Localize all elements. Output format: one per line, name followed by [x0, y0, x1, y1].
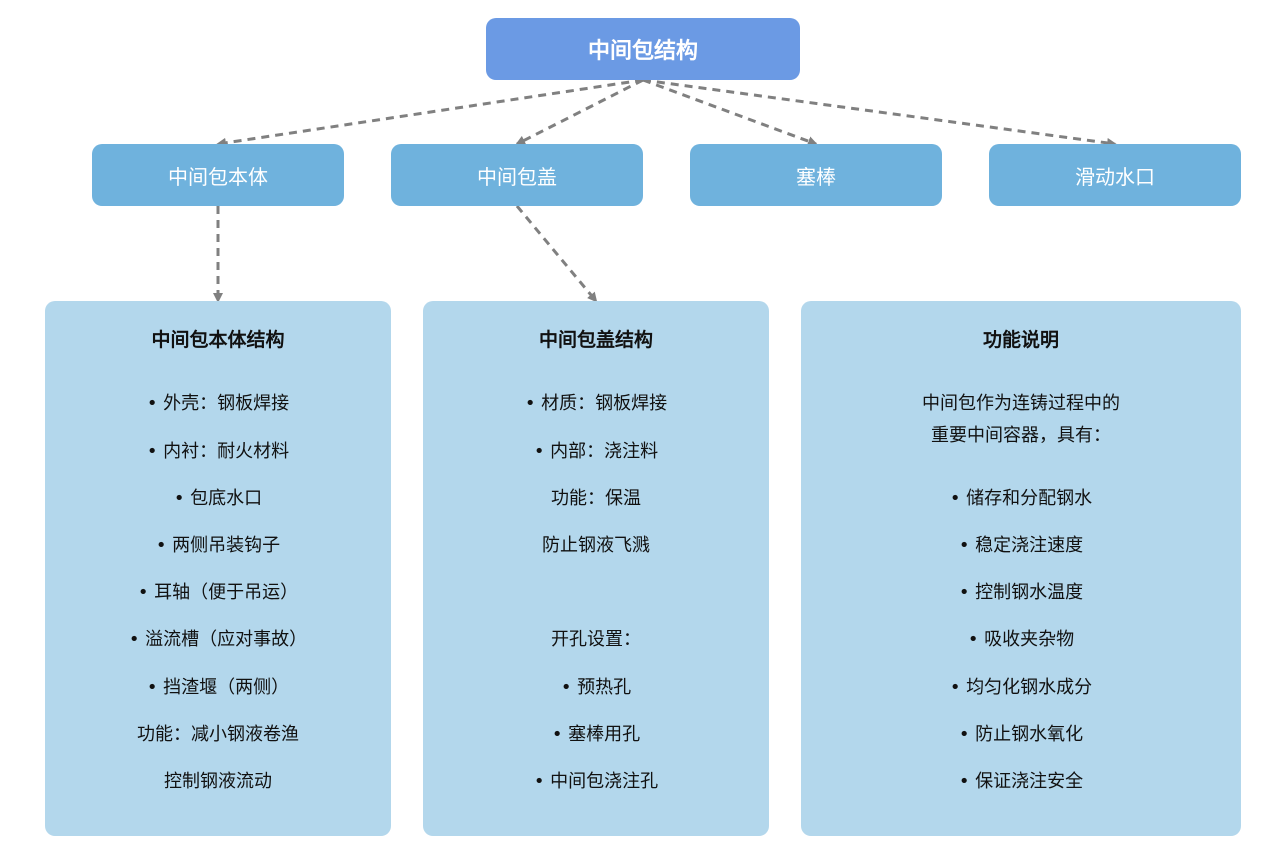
panel-body-structure-text: 中间包本体结构 • 外壳：钢板焊接 • 内衬：耐火材料 • 包底水口 • 两侧吊…: [45, 0, 391, 856]
panel-line: • 耳轴（便于吊运）: [137, 582, 299, 603]
panel-line: 中间包作为连铸过程中的: [922, 393, 1120, 414]
panel-line: 控制钢液流动: [164, 771, 272, 792]
connector-root-to-stopper: [642, 78, 818, 146]
child-node-slide-gate: 滑动水口: [989, 144, 1241, 206]
panel-line: • 材质：钢板焊接: [524, 393, 668, 414]
panel-line: • 吸收夹杂物: [967, 629, 1075, 650]
panel-line: • 两侧吊装钩子: [155, 535, 281, 556]
panel-line: • 内部：浇注料: [533, 441, 659, 462]
panel-line: • 稳定浇注速度: [958, 535, 1084, 556]
panel-line: • 防止钢水氧化: [958, 724, 1084, 745]
panel-cover-structure: [423, 301, 769, 836]
panel-title: 功能说明: [982, 329, 1059, 351]
panel-line: • 外壳：钢板焊接: [146, 393, 290, 414]
panel-body-structure: [45, 301, 391, 836]
child-node-label: 塞棒: [796, 164, 836, 189]
child-node-tundish-cover: 中间包盖: [391, 144, 643, 206]
root-node: 中间包结构: [486, 18, 800, 80]
child-node-tundish-body: 中间包本体: [92, 144, 344, 206]
panel-line: • 内衬：耐火材料: [146, 441, 290, 462]
panel-line: 防止钢液飞溅: [542, 535, 650, 556]
panel-line: • 溢流槽（应对事故）: [128, 629, 308, 650]
panel-cover-structure-text: 中间包盖结构 • 材质：钢板焊接 • 内部：浇注料 功能：保温 防止钢液飞溅 开…: [423, 0, 769, 856]
panel-line: 重要中间容器，具有：: [931, 425, 1111, 446]
panel-line: 功能：减小钢液卷渔: [137, 724, 299, 745]
connector-root-to-slide-gate: [642, 78, 1117, 148]
panel-line: 开孔设置：: [551, 629, 641, 650]
connector-root-to-cover: [515, 78, 644, 146]
panel-line: • 包底水口: [173, 488, 263, 509]
child-node-label: 滑动水口: [1075, 164, 1155, 189]
panel-line: • 塞棒用孔: [551, 724, 641, 745]
panel-function-description-text: 功能说明 中间包作为连铸过程中的 重要中间容器，具有： • 储存和分配钢水 • …: [801, 0, 1241, 856]
panel-title: 中间包盖结构: [538, 329, 653, 351]
child-node-stopper-rod: 塞棒: [690, 144, 942, 206]
panel-line: • 挡渣堰（两侧）: [146, 677, 290, 698]
child-node-label: 中间包本体: [168, 164, 268, 189]
panel-line: • 中间包浇注孔: [533, 771, 659, 792]
connector-cover-to-cover-structure: [515, 205, 598, 303]
panel-line: 功能：保温: [551, 488, 641, 509]
child-node-label: 中间包盖: [477, 164, 557, 189]
panel-line: • 控制钢水温度: [958, 582, 1084, 603]
connector-root-to-body: [216, 78, 644, 148]
panel-line: • 储存和分配钢水: [949, 488, 1093, 509]
panel-line: • 保证浇注安全: [958, 771, 1084, 792]
panel-line: • 均匀化钢水成分: [949, 677, 1093, 698]
root-node-label: 中间包结构: [587, 39, 698, 64]
panel-line: • 预热孔: [560, 677, 632, 698]
panel-title: 中间包本体结构: [151, 329, 285, 351]
panel-function-description: [801, 301, 1241, 836]
